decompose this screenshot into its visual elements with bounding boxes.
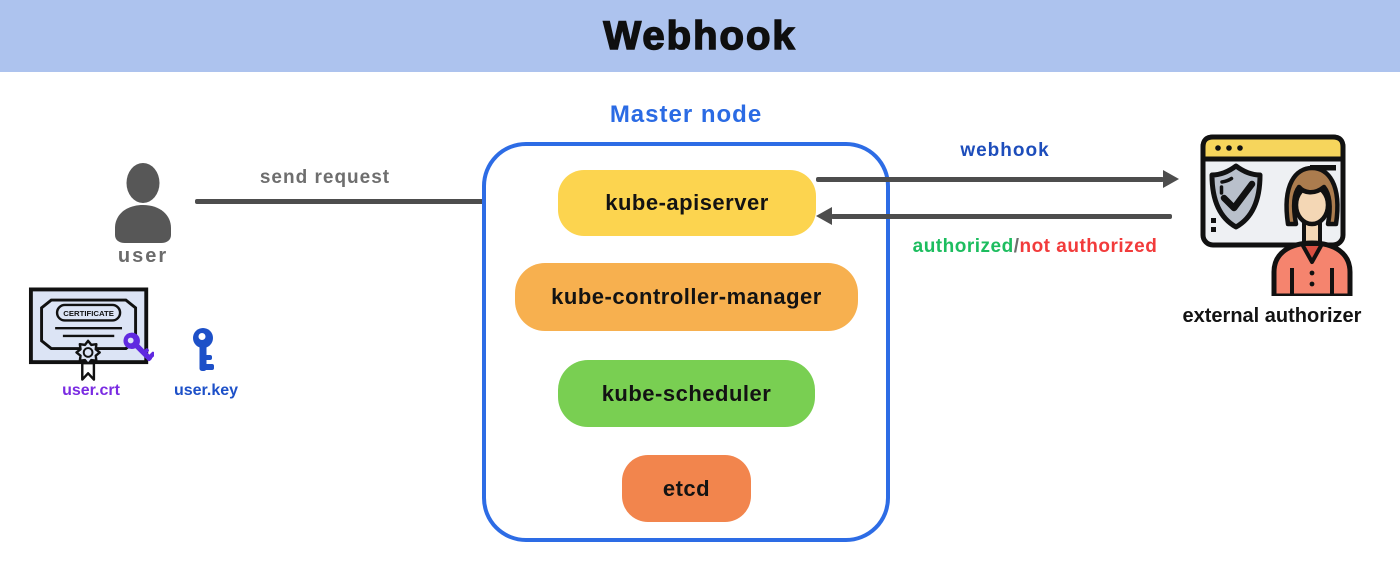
node-kube-apiserver: kube-apiserver xyxy=(558,170,816,236)
certificate-badge-text: CERTIFICATE xyxy=(63,309,114,318)
node-etcd: etcd xyxy=(622,455,751,522)
not-authorized-label: not authorized xyxy=(1019,236,1158,257)
node-kube-scheduler: kube-scheduler xyxy=(558,360,815,427)
authorized-label: authorized xyxy=(912,236,1014,257)
kube-apiserver-label: kube-apiserver xyxy=(605,190,769,215)
response-arrow-line xyxy=(831,214,1172,219)
send-request-label: send request xyxy=(259,167,391,188)
webhook-arrowhead-icon xyxy=(1163,170,1179,188)
shield-check-icon xyxy=(1209,163,1263,230)
response-arrowhead-icon xyxy=(816,207,832,225)
person-figure xyxy=(1271,165,1353,296)
certificate-icon: CERTIFICATE xyxy=(28,287,154,381)
user-crt-label: user.crt xyxy=(62,382,120,399)
user-label: user xyxy=(117,245,169,267)
kube-controller-manager-label: kube-controller-manager xyxy=(551,284,822,309)
page-title: Webhook xyxy=(603,13,797,59)
etcd-label: etcd xyxy=(662,475,711,501)
external-authorizer-icon xyxy=(1200,134,1353,296)
cert-key-icon xyxy=(123,332,154,362)
user-icon xyxy=(115,163,171,243)
node-kube-controller-manager: kube-controller-manager xyxy=(515,263,858,331)
send-request-arrow-line xyxy=(195,199,543,204)
user-key-icon xyxy=(193,328,214,371)
seal-rosette-icon xyxy=(75,339,101,366)
webhook-label: webhook xyxy=(960,140,1050,161)
master-node-label: Master node xyxy=(609,101,763,128)
user-key-label: user.key xyxy=(173,382,239,399)
webhook-arrow-line xyxy=(816,177,1164,182)
response-label: authorized/not authorized xyxy=(870,236,1200,258)
kube-scheduler-label: kube-scheduler xyxy=(601,380,772,406)
external-authorizer-label: external authorizer xyxy=(1182,305,1362,327)
response-separator: / xyxy=(1013,236,1020,257)
title-banner: Webhook xyxy=(0,0,1400,72)
